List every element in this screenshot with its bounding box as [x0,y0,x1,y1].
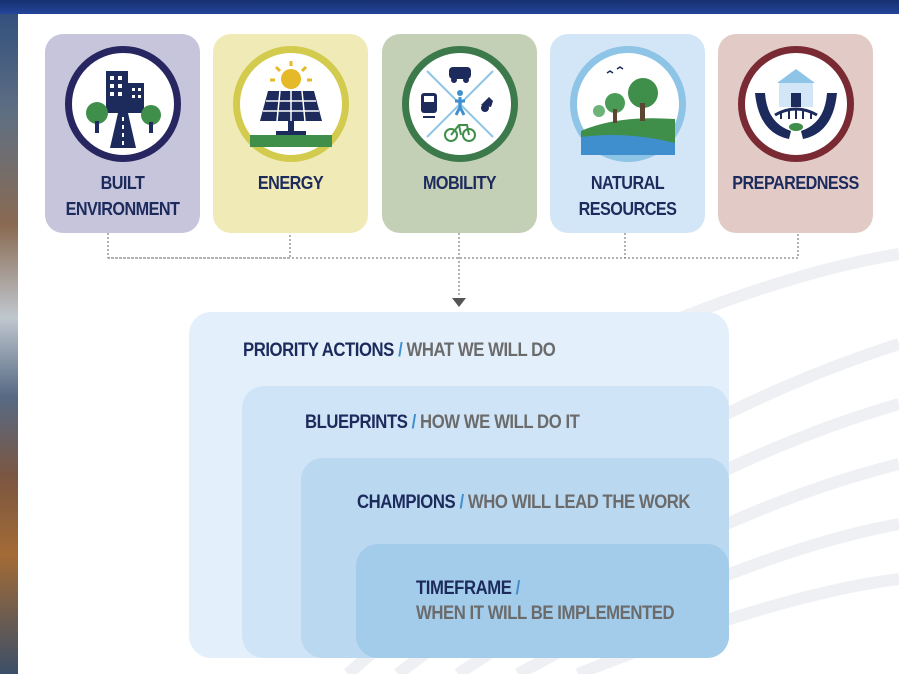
pillar-icon-ring [570,46,686,162]
pillar-label-line2: RESOURCES [578,199,677,219]
framework-row-blueprints: BLUEPRINTS / HOW WE WILL DO IT [305,412,580,434]
pillar-card-natural-resources: NATURAL RESOURCES [550,34,705,233]
pillar-label: ENERGY [221,170,361,196]
framework-row-timeframe-subtitle: WHEN IT WILL BE IMPLEMENTED [416,603,675,625]
down-arrow-icon [452,298,466,307]
pillar-card-energy: ENERGY [213,34,368,233]
framework-panel: BUILT ENVIRONMENT [18,14,899,674]
pillar-label-line1: MOBILITY [422,173,497,193]
framework-row-champions: CHAMPIONS / WHO WILL LEAD THE WORK [357,492,691,514]
background-photo-strip [0,14,18,674]
framework-title: BLUEPRINTS [305,412,408,433]
pillar-label: BUILT ENVIRONMENT [53,170,193,222]
pillar-label: MOBILITY [390,170,530,196]
pillar-label: NATURAL RESOURCES [558,170,698,222]
framework-subtitle: WHEN IT WILL BE IMPLEMENTED [416,603,675,624]
pillar-label: PREPAREDNESS [726,170,866,196]
framework-subtitle: WHAT WE WILL DO [406,340,556,361]
framework-separator: / [459,492,464,513]
pillar-label-line1: ENERGY [257,173,324,193]
pillar-label-line1: NATURAL [590,173,665,193]
city-buildings-road-icon [86,71,161,148]
framework-title: PRIORITY ACTIONS [243,340,394,361]
trees-landscape-icon [581,66,675,155]
framework-separator: / [398,340,403,361]
top-frame-border [0,0,899,14]
dotted-connector-lines [107,233,799,307]
pillar-label-line2: ENVIRONMENT [65,199,180,219]
framework-box-timeframe [356,544,729,658]
pillar-label-line1: PREPAREDNESS [732,173,859,193]
framework-row-timeframe-heading: TIMEFRAME / [416,578,520,600]
pillar-icon-ring [233,46,349,162]
pillar-icon-ring [738,46,854,162]
framework-subtitle: WHO WILL LEAD THE WORK [467,492,691,513]
framework-title: TIMEFRAME [416,578,512,599]
pillar-card-mobility: MOBILITY [382,34,537,233]
framework-separator: / [411,412,417,433]
pillar-label-line1: BUILT [100,173,145,193]
framework-row-priority-actions: PRIORITY ACTIONS / WHAT WE WILL DO [243,340,556,362]
protective-hands-icon [755,69,837,139]
framework-subtitle: HOW WE WILL DO IT [420,412,580,433]
solar-panel-sun-icon [250,61,332,147]
pillar-card-preparedness: PREPAREDNESS [718,34,873,233]
framework-title: CHAMPIONS [357,492,456,513]
transport-modes-icon [421,67,494,142]
framework-separator: / [515,578,521,599]
pillar-icon-ring [65,46,181,162]
pillar-icon-ring [402,46,518,162]
pillar-card-built-environment: BUILT ENVIRONMENT [45,34,200,233]
